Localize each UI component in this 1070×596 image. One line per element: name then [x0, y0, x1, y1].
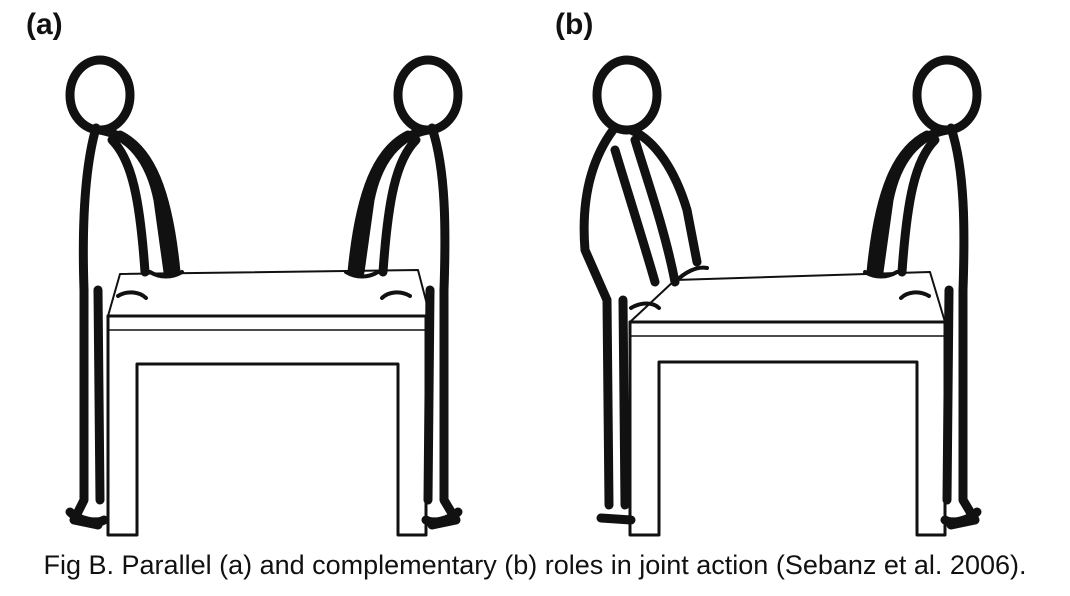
person-right: [344, 55, 463, 530]
table: [106, 269, 432, 537]
head: [393, 55, 463, 135]
back-leg: [427, 285, 461, 530]
person-left: [65, 55, 184, 530]
person-right: [863, 55, 982, 530]
front-leg: [93, 285, 105, 505]
panel-parallel-roles: (a): [0, 0, 535, 548]
panel-label: (a): [26, 8, 63, 41]
panel-complementary-roles: (b): [535, 0, 1070, 548]
head: [912, 55, 982, 135]
back-leg: [602, 295, 614, 510]
person-left: [579, 55, 709, 525]
head: [592, 55, 662, 135]
front-leg: [423, 285, 435, 505]
table: [628, 271, 947, 537]
front-leg: [618, 295, 630, 510]
figure-caption: Fig B. Parallel (a) and complementary (b…: [43, 550, 1027, 580]
back-leg: [946, 285, 980, 530]
front-leg: [942, 285, 954, 505]
joint-action-illustration: [579, 55, 982, 537]
panel-label: (b): [555, 8, 594, 41]
head: [65, 55, 135, 135]
joint-action-illustration: [65, 55, 463, 537]
